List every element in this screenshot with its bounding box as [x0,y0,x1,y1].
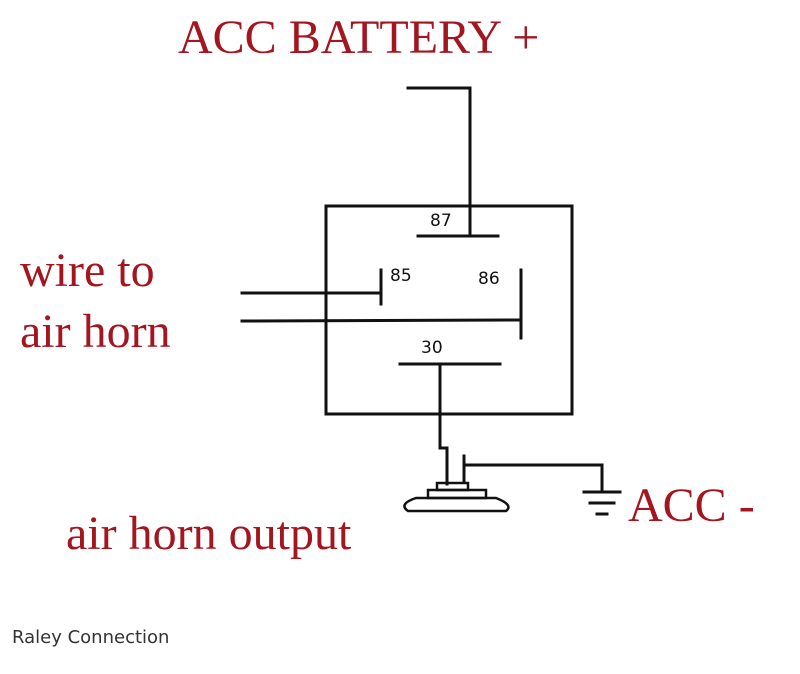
air-horn-output-label: air horn output [66,507,352,560]
pin-87-label: 87 [430,211,452,231]
wire-to-pin-86 [240,318,523,323]
wire-to-air-horn-label-line1: wire to [20,244,155,297]
pin-30-label: 30 [421,338,443,358]
air-horn-icon [403,481,510,513]
acc-negative-label: ACC - [628,479,755,532]
battery-label: ACC BATTERY + [178,11,540,64]
source-caption: Raley Connection [12,627,170,648]
wire-to-air-horn-label-line2: air horn [20,305,171,358]
pin-30-wire [438,362,449,486]
relay-box [324,204,574,416]
ground-symbol-icon [582,490,622,516]
battery-wire [406,86,472,238]
pin-85-label: 85 [390,266,412,286]
pin-86-label: 86 [478,269,500,289]
ground-wire [464,463,604,492]
